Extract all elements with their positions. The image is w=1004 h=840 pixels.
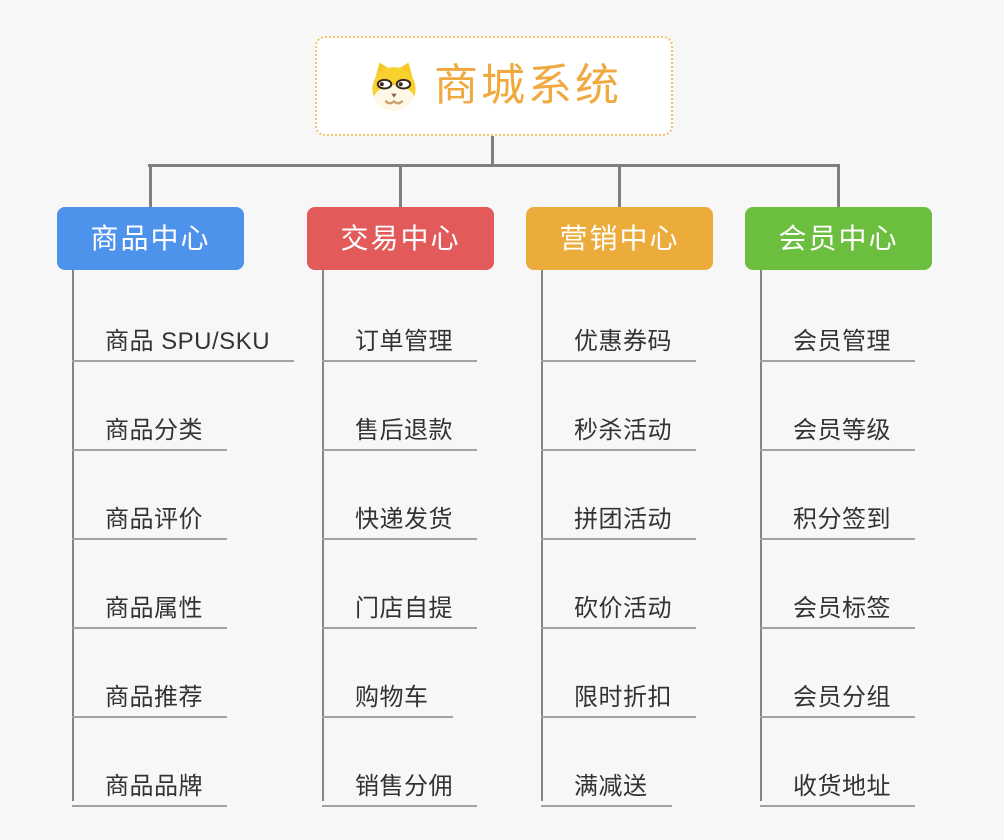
leaf-topic[interactable]: 商品推荐 [72,670,227,718]
leaf-topic[interactable]: 售后退款 [322,403,477,451]
leaf-label: 收货地址 [793,773,891,800]
branch-node[interactable]: 交易中心 [307,207,494,270]
branch-node[interactable]: 商品中心 [57,207,244,270]
branch-connector-line [72,270,74,801]
leaf-label: 会员管理 [793,328,891,355]
branch-connector-line [322,270,324,801]
leaf-label: 积分签到 [793,506,891,533]
leaf-topic[interactable]: 商品评价 [72,492,227,540]
leaf-label: 会员等级 [793,417,891,444]
leaf-topic[interactable]: 秒杀活动 [541,403,696,451]
leaf-topic[interactable]: 拼团活动 [541,492,696,540]
connector-branch-drop [618,164,621,207]
branch-connector-line [760,270,762,801]
leaf-label: 商品分类 [105,417,203,444]
leaf-label: 商品评价 [105,506,203,533]
connector-bus [148,164,839,167]
leaf-label: 销售分佣 [355,773,453,800]
leaf-label: 商品 SPU/SKU [105,328,271,355]
leaf-topic[interactable]: 订单管理 [322,314,477,362]
root-title: 商城系统 [434,61,622,110]
leaf-topic[interactable]: 会员等级 [760,403,915,451]
connector-root-stem [491,136,494,167]
branch-connector-line [541,270,543,801]
leaf-topic[interactable]: 快递发货 [322,492,477,540]
leaf-topic[interactable]: 门店自提 [322,581,477,629]
leaf-topic[interactable]: 会员分组 [760,670,915,718]
leaf-label: 满减送 [574,773,648,800]
dog-face-icon [366,59,422,113]
leaf-label: 秒杀活动 [574,417,672,444]
leaf-topic[interactable]: 商品品牌 [72,759,227,807]
leaf-label: 优惠券码 [574,328,672,355]
leaf-topic[interactable]: 优惠券码 [541,314,696,362]
leaf-topic[interactable]: 收货地址 [760,759,915,807]
connector-branch-drop [149,164,152,207]
leaf-topic[interactable]: 积分签到 [760,492,915,540]
leaf-topic[interactable]: 限时折扣 [541,670,696,718]
leaf-label: 售后退款 [355,417,453,444]
leaf-label: 商品推荐 [105,684,203,711]
leaf-topic[interactable]: 商品属性 [72,581,227,629]
leaf-topic[interactable]: 满减送 [541,759,672,807]
connector-branch-drop [837,164,840,207]
leaf-label: 订单管理 [355,328,453,355]
leaf-topic[interactable]: 会员管理 [760,314,915,362]
leaf-topic[interactable]: 商品分类 [72,403,227,451]
leaf-label: 拼团活动 [574,506,672,533]
root-node[interactable]: 商城系统 [315,36,673,136]
leaf-topic[interactable]: 会员标签 [760,581,915,629]
leaf-label: 购物车 [355,684,429,711]
leaf-label: 会员标签 [793,595,891,622]
leaf-topic[interactable]: 砍价活动 [541,581,696,629]
leaf-topic[interactable]: 商品 SPU/SKU [72,314,295,362]
connector-branch-drop [399,164,402,207]
leaf-label: 商品属性 [105,595,203,622]
leaf-label: 门店自提 [355,595,453,622]
branch-label: 交易中心 [340,222,461,254]
leaf-topic[interactable]: 购物车 [322,670,453,718]
leaf-label: 砍价活动 [574,595,672,622]
leaf-label: 商品品牌 [105,773,203,800]
branch-label: 会员中心 [778,222,899,254]
branch-label: 营销中心 [559,222,680,254]
leaf-label: 限时折扣 [574,684,672,711]
branch-label: 商品中心 [90,222,211,254]
leaf-topic[interactable]: 销售分佣 [322,759,477,807]
branch-node[interactable]: 营销中心 [526,207,713,270]
branch-node[interactable]: 会员中心 [745,207,932,270]
leaf-label: 快递发货 [355,506,453,533]
leaf-label: 会员分组 [793,684,891,711]
